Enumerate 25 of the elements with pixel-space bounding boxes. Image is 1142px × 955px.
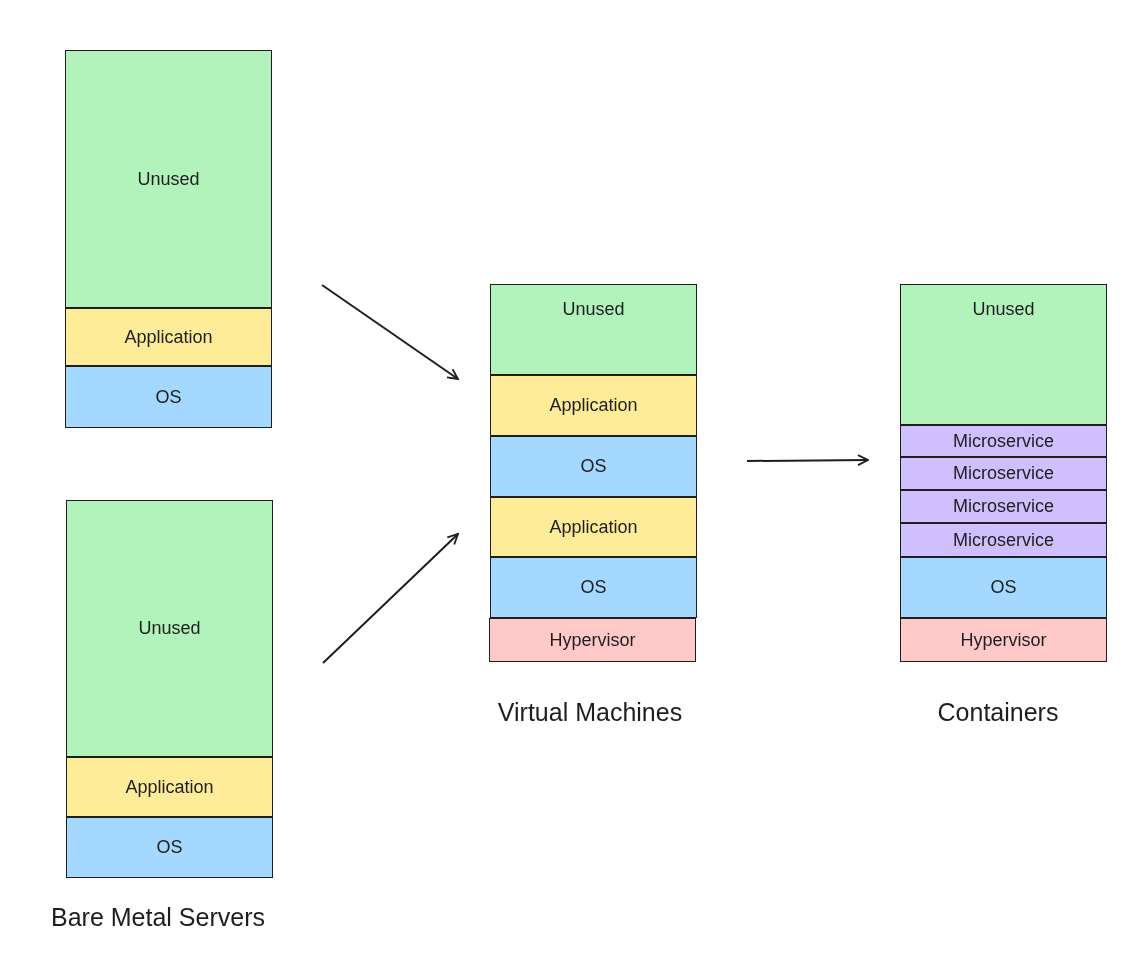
arrow xyxy=(321,284,459,380)
application-layer: Application xyxy=(65,308,272,366)
caption: Containers xyxy=(937,698,1059,727)
microservice-layer: Microservice xyxy=(900,523,1107,557)
unused-block: Unused xyxy=(490,284,697,375)
os-layer: OS xyxy=(490,436,697,497)
application-layer: Application xyxy=(490,375,697,436)
microservice-layer: Microservice xyxy=(900,490,1107,523)
unused-block: Unused xyxy=(900,284,1107,425)
os-layer: OS xyxy=(490,557,697,618)
microservice-layer: Microservice xyxy=(900,425,1107,457)
os-layer: OS xyxy=(65,366,272,428)
hypervisor-layer: Hypervisor xyxy=(900,618,1107,662)
caption: Virtual Machines xyxy=(497,698,683,727)
hypervisor-layer: Hypervisor xyxy=(489,618,696,662)
application-layer: Application xyxy=(66,757,273,817)
application-layer: Application xyxy=(490,497,697,557)
microservice-layer: Microservice xyxy=(900,457,1107,490)
unused-block: Unused xyxy=(66,500,273,757)
os-layer: OS xyxy=(900,557,1107,618)
unused-block: Unused xyxy=(65,50,272,308)
caption: Bare Metal Servers xyxy=(51,903,265,932)
arrow xyxy=(322,533,459,664)
arrow xyxy=(746,454,869,466)
os-layer: OS xyxy=(66,817,273,878)
